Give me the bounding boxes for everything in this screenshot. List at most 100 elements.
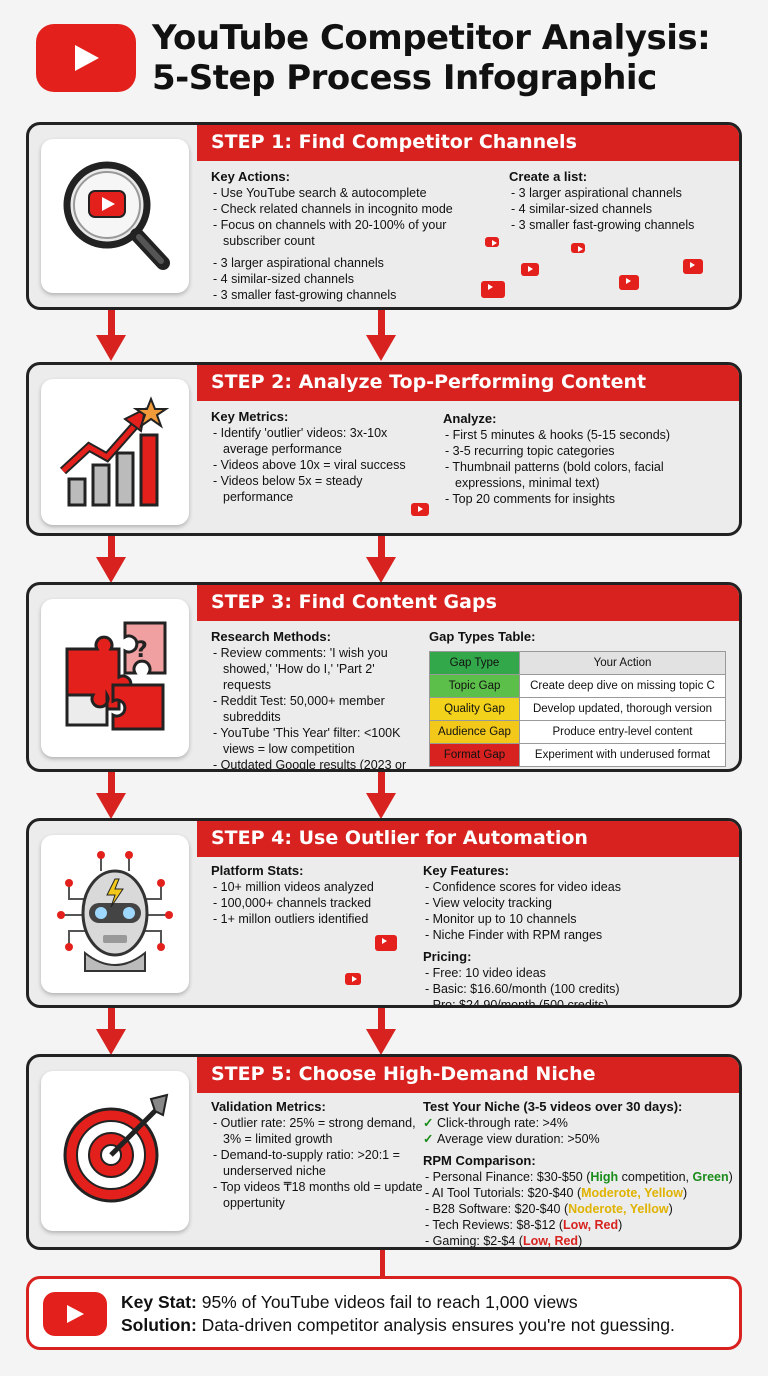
step-3-title-bar: STEP 3: Find Content Gaps xyxy=(197,585,739,621)
list-item: YouTube 'This Year' filter: <100K views … xyxy=(211,725,425,757)
table-cell: Experiment with underused format xyxy=(519,743,726,767)
mini-play-icon xyxy=(683,259,703,274)
youtube-logo-icon xyxy=(43,1292,107,1336)
step-5-validation-metrics: Validation Metrics: Outlier rate: 25% = … xyxy=(211,1099,423,1211)
rpm-tag: Moderote, Yellow xyxy=(581,1186,683,1200)
growth-chart-icon xyxy=(41,379,189,525)
table-cell: Create deep dive on missing topic C xyxy=(519,674,726,698)
connector-line xyxy=(380,1250,385,1278)
page-title: YouTube Competitor Analysis: 5-Step Proc… xyxy=(152,18,752,98)
step-2-title-bar: STEP 2: Analyze Top-Performing Content xyxy=(197,365,739,401)
table-cell: Audience Gap xyxy=(429,720,520,744)
step-2-left-heading: Key Metrics: xyxy=(211,409,289,424)
step-1-right-heading: Create a list: xyxy=(509,169,588,184)
mini-play-icon xyxy=(521,263,539,276)
rpm-item: Gaming: $2-$4 (Low, Red) xyxy=(423,1233,739,1248)
list-item: Niche Finder with RPM ranges xyxy=(423,927,723,943)
table-row: Topic Gap Create deep dive on missing to… xyxy=(429,674,726,698)
step-3-title: STEP 3: Find Content Gaps xyxy=(211,591,497,613)
table-header-row: Gap Type Your Action xyxy=(429,651,726,675)
step-5-card: STEP 5: Choose High-Demand Niche Validat… xyxy=(26,1054,742,1250)
gap-table-heading: Gap Types Table: xyxy=(429,629,536,644)
step-4-right-heading: Key Features: xyxy=(423,863,509,878)
list-item: 4 similar-sized channels xyxy=(509,201,739,217)
list-item: Demand-to-supply ratio: >20:1 = underser… xyxy=(211,1147,423,1179)
arrow-down-icon xyxy=(366,793,396,819)
step-4-title-bar: STEP 4: Use Outlier for Automation xyxy=(197,821,739,857)
step-3-gap-types: Gap Types Table: Gap Type Your Action To… xyxy=(429,629,729,767)
list-item: Free: 10 video ideas xyxy=(423,965,723,981)
test-item-text: Click-through rate: >4% xyxy=(436,1116,568,1130)
connector-line xyxy=(378,772,385,794)
list-item: Pro: $24.90/month (500 credits) xyxy=(423,997,723,1005)
table-header-cell: Your Action xyxy=(519,651,726,675)
list-item: Outdated Google results (2023 or earlier… xyxy=(211,757,425,769)
magnifier-icon xyxy=(41,139,189,293)
rpm-item: Personal Finance: $30-$50 (High competit… xyxy=(423,1169,739,1185)
list-item: Reddit Test: 50,000+ member subreddits xyxy=(211,693,425,725)
puzzle-icon: ? xyxy=(41,599,189,757)
robot-icon xyxy=(41,835,189,993)
rpm-label: AI Tool Tutorials: $20-$40 ( xyxy=(431,1186,582,1200)
rpm-tag: Low, Red xyxy=(563,1218,619,1232)
rpm-close: ) xyxy=(683,1186,688,1200)
arrow-down-icon xyxy=(96,335,126,361)
key-stat-line: Key Stat: 95% of YouTube videos fail to … xyxy=(121,1291,675,1314)
arrow-down-icon xyxy=(366,335,396,361)
key-stat-box: Key Stat: 95% of YouTube videos fail to … xyxy=(26,1276,742,1350)
rpm-rest: competition, xyxy=(618,1170,693,1184)
test-item: ✓ Click-through rate: >4% xyxy=(423,1115,739,1131)
target-icon xyxy=(41,1071,189,1231)
rpm-item: B28 Software: $20-$40 (Noderote, Yellow) xyxy=(423,1201,739,1217)
mini-play-icon xyxy=(375,935,397,951)
arrow-down-icon xyxy=(96,557,126,583)
pricing-heading: Pricing: xyxy=(423,949,472,964)
title-line-2: 5-Step Process Infographic xyxy=(152,58,657,98)
solution-line: Solution: Data-driven competitor analysi… xyxy=(121,1314,675,1337)
rpm-close: ) xyxy=(618,1218,623,1232)
step-2-analyze: Analyze: First 5 minutes & hooks (5-15 s… xyxy=(443,411,733,507)
list-item: 3 larger aspirational channels xyxy=(509,185,739,201)
header: YouTube Competitor Analysis: 5-Step Proc… xyxy=(0,0,768,110)
table-row: Format Gap Experiment with underused for… xyxy=(429,743,726,767)
list-item: First 5 minutes & hooks (5-15 seconds) xyxy=(443,427,733,443)
youtube-logo-icon xyxy=(36,24,136,92)
check-icon: ✓ xyxy=(423,1116,437,1130)
mini-play-icon xyxy=(481,281,505,298)
list-item: 100,000+ channels tracked xyxy=(211,895,411,911)
rpm-tag: High xyxy=(590,1170,619,1184)
connector-line xyxy=(378,536,385,558)
key-stat-label: Key Stat: xyxy=(121,1292,197,1312)
check-icon: ✓ xyxy=(423,1132,437,1146)
connector-line xyxy=(108,1008,115,1030)
arrow-down-icon xyxy=(96,1029,126,1055)
list-item: Outlier rate: 25% = strong demand, 3% = … xyxy=(211,1115,423,1147)
list-item: Use YouTube search & autocomplete xyxy=(211,185,491,201)
connector-line xyxy=(378,310,385,336)
step-4-platform-stats: Platform Stats: 10+ million videos analy… xyxy=(211,863,411,927)
step-2-key-metrics: Key Metrics: Identify 'outlier' videos: … xyxy=(211,409,421,505)
rpm-label: Gaming: $2-$4 ( xyxy=(432,1234,523,1248)
step-4-key-features: Key Features: Confidence scores for vide… xyxy=(423,863,723,1005)
test-heading: Test Your Niche (3-5 videos over 30 days… xyxy=(423,1099,683,1114)
solution-value: Data-driven competitor analysis ensures … xyxy=(196,1315,675,1335)
list-item: Top videos ₸18 months old = update opper… xyxy=(211,1179,423,1211)
list-item: 3 smaller fast-growing channels xyxy=(211,287,491,303)
rpm-close: ) xyxy=(668,1202,673,1216)
svg-text:?: ? xyxy=(135,638,148,663)
step-1-card: STEP 1: Find Competitor Channels Key Act… xyxy=(26,122,742,310)
list-item: Check related channels in incognito mode xyxy=(211,201,491,217)
gap-types-table: Gap Type Your Action Topic Gap Create de… xyxy=(429,651,726,767)
test-item: ✓ Average view duration: >50% xyxy=(423,1131,739,1147)
step-5-left-heading: Validation Metrics: xyxy=(211,1099,326,1114)
rpm-close: ) xyxy=(578,1234,583,1248)
key-stat-text: Key Stat: 95% of YouTube videos fail to … xyxy=(121,1291,675,1337)
table-cell: Produce entry-level content xyxy=(519,720,726,744)
rpm-label: Tech Reviews: $8-$12 ( xyxy=(432,1218,564,1232)
step-5-test-niche: Test Your Niche (3-5 videos over 30 days… xyxy=(423,1099,739,1248)
rpm-close: ) xyxy=(728,1170,733,1184)
list-item: Identify 'outlier' videos: 3x-10x averag… xyxy=(211,425,421,457)
list-item: Monitor up to 10 channels xyxy=(423,911,723,927)
list-item: Confidence scores for video ideas xyxy=(423,879,723,895)
arrow-down-icon xyxy=(366,1029,396,1055)
